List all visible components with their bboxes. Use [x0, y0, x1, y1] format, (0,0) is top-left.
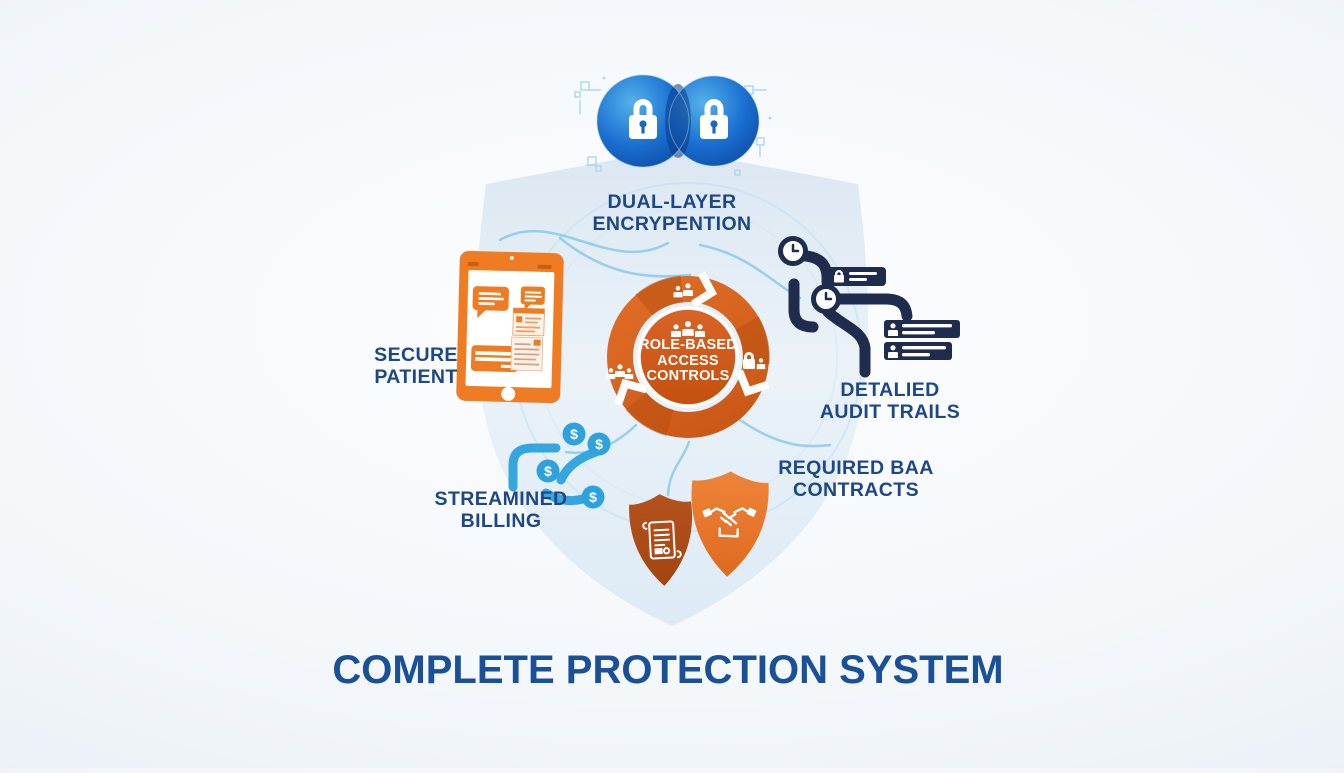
audit-trail-icon — [778, 236, 960, 378]
dollar-coin-icon: $ — [581, 485, 605, 509]
form-card-icon — [512, 307, 545, 337]
dollar-coin-icon: $ — [536, 459, 560, 483]
billing-label-line1: STREAMINED — [434, 488, 568, 510]
ring-label-line2: ACCESS — [657, 352, 719, 369]
baa-label-line1: REQUIRED BAA — [778, 457, 934, 479]
secure-patient-tablet-icon — [456, 250, 564, 404]
svg-text:$: $ — [595, 436, 603, 452]
svg-text:$: $ — [544, 463, 552, 479]
baa-label-line2: CONTRACTS — [792, 479, 919, 501]
cycle-arrow-icon — [614, 271, 770, 406]
billing-label-line2: BILLING — [460, 510, 542, 532]
secure-patient-label-line1: SECURE — [374, 344, 458, 366]
billing-card-icon — [470, 345, 519, 373]
dollar-coin-icon: $ — [587, 432, 611, 456]
ring-label-line1: ROLE-BASED — [639, 337, 737, 353]
clock-icon — [811, 284, 841, 314]
svg-text:$: $ — [570, 426, 578, 442]
baa-label: REQUIRED BAA CONTRACTS — [778, 457, 933, 501]
billing-label: STREAMINED BILLING — [435, 488, 568, 532]
audit-label-line2: AUDIT TRAILS — [819, 401, 961, 423]
document-card-icon — [510, 336, 544, 372]
ring-label-line3: CONTROLS — [646, 368, 730, 384]
contract-shield-icon — [629, 494, 693, 586]
secure-patient-label-line2: PATIENT — [374, 366, 458, 388]
page-title: COMPLETE PROTECTION SYSTEM — [332, 648, 1004, 692]
padlock-icon — [700, 99, 728, 139]
encryption-label: DUAL-LAYER ENCRYPENTION — [592, 191, 751, 235]
id-badge-icon — [828, 267, 886, 286]
handshake-shield-icon — [691, 471, 769, 577]
secure-patient-label: SECURE PATIENT — [374, 344, 458, 388]
lock-person-icon — [743, 352, 766, 370]
connector-lines — [498, 229, 832, 497]
scroll-icon — [642, 520, 682, 560]
clock-icon — [778, 236, 808, 266]
id-badge-icon — [884, 342, 952, 360]
svg-text:$: $ — [589, 489, 597, 505]
role-based-access-label: ROLE-BASED ACCESS CONTROLS — [639, 337, 737, 385]
padlock-icon — [629, 99, 657, 139]
id-badge-icon — [884, 320, 960, 338]
chat-bubble-icon — [472, 286, 509, 319]
handshake-icon — [702, 507, 757, 538]
role-based-access-ring-icon — [606, 271, 770, 439]
dollar-coin-icon: $ — [562, 422, 586, 446]
billing-flow-icon: $ $ $ $ — [508, 422, 611, 509]
audit-label-line1: DETALIED — [840, 379, 940, 401]
audit-label: DETALIED AUDIT TRAILS — [820, 379, 960, 423]
dual-globe-encryption-icon — [596, 74, 760, 168]
circuit-decoration — [574, 76, 772, 176]
home-button-icon — [501, 386, 516, 401]
encryption-label-line1: DUAL-LAYER — [607, 191, 737, 213]
encryption-label-line2: ENCRYPENTION — [592, 213, 752, 235]
